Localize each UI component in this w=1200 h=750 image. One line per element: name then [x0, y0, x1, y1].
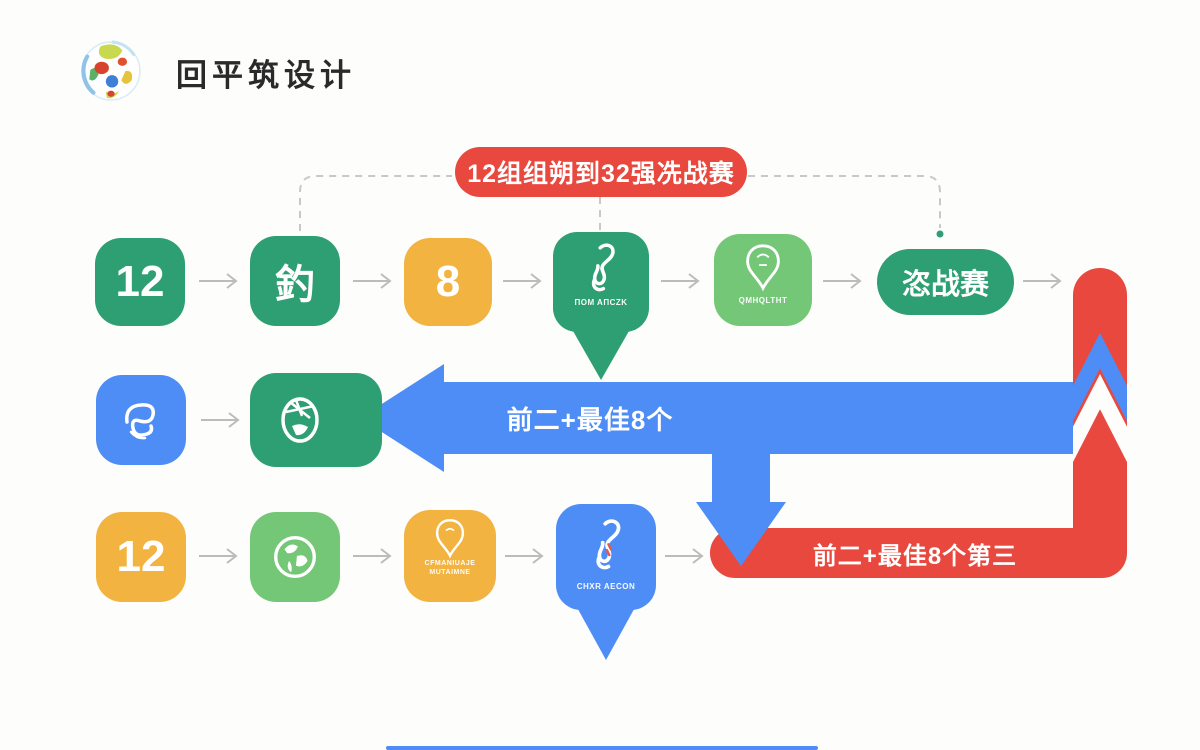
- flow-arrow-icon: [1023, 273, 1062, 289]
- pin-caption: CHXR AECON: [576, 582, 636, 591]
- node-trophy-yellow: CFMANIUAJE MUTAIMNE: [404, 510, 496, 602]
- flow-arrow-icon: [505, 548, 544, 564]
- blue-path-label: 前二+最佳8个: [506, 404, 674, 435]
- worldcup-trophy-icon: [591, 243, 615, 292]
- node-globe-green: [250, 373, 382, 467]
- badge-caption: QMHQLTHT: [738, 296, 788, 305]
- blue-path-drop: [712, 430, 770, 506]
- pin-shape: [556, 504, 656, 660]
- node-qualifier-badge: QMHQLTHT: [714, 234, 812, 326]
- flow-arrow-icon: [199, 273, 238, 289]
- red-path-horizontal: [710, 528, 1075, 578]
- badge-caption-line1: CFMANIUAJE: [424, 560, 476, 567]
- node-globe-lightgreen: [250, 512, 340, 602]
- flow-arrow-icon: [503, 273, 542, 289]
- scribble-trophy-icon: [125, 403, 155, 440]
- flow-arrow-icon: [201, 412, 240, 428]
- flow-arrow-icon: [199, 548, 238, 564]
- flow-arrow-icon: [353, 273, 392, 289]
- node-draw: 釣: [250, 236, 340, 326]
- node-worldcup-pin-blue: CHXR AECON: [556, 504, 656, 662]
- badge-caption-line2: MUTAIMNE: [429, 569, 471, 576]
- pin-outline-icon: [746, 244, 780, 292]
- node-doodle-blue: [96, 375, 186, 465]
- node-worldcup-pin-green: ΠΟΜ ΑΠCΖΚ: [553, 232, 649, 382]
- node-groups-12: 12: [95, 238, 185, 326]
- worldcup-trophy-icon: [596, 519, 621, 570]
- pin-caption: ΠΟΜ ΑΠCΖΚ: [574, 298, 628, 307]
- football-globe-logo-icon: [81, 40, 141, 101]
- flow-arrow-icon: [353, 548, 392, 564]
- flow-arrow-icon: [661, 273, 700, 289]
- globe-icon: [274, 536, 316, 578]
- top-banner: 12组组朔到32强冼战赛: [455, 147, 747, 197]
- node-playoff-pill: 恣战赛: [877, 249, 1014, 315]
- red-path-label: 前二+最佳8个第三: [812, 542, 1018, 570]
- node-groups-12-bottom: 12: [96, 512, 186, 602]
- bottom-blue-line: [386, 746, 818, 750]
- flow-arrow-icon: [665, 548, 704, 564]
- trophy-outline-icon: [435, 519, 465, 559]
- node-8: 8: [404, 238, 492, 326]
- page-title: 回平筑设计: [176, 58, 356, 93]
- globe-network-icon: [281, 397, 319, 443]
- flow-arrow-icon: [823, 273, 862, 289]
